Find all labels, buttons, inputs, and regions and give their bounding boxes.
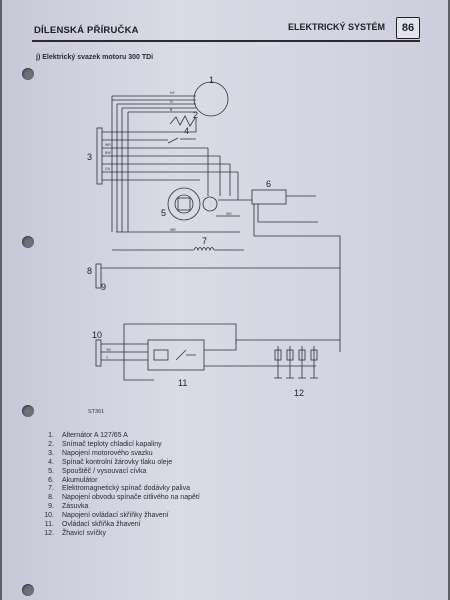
- legend-text: Napojení motorového svazku: [62, 449, 153, 457]
- legend-item: 1. Alternátor A 127/65 A: [38, 432, 200, 441]
- glow-connector: [95, 339, 102, 367]
- wire-code-bw: BW: [105, 151, 111, 155]
- legend-number: 11.: [44, 521, 54, 529]
- label-1: 1: [209, 75, 214, 85]
- punch-hole: [22, 584, 34, 596]
- battery-symbol: [251, 189, 287, 205]
- label-8: 8: [87, 266, 92, 276]
- legend-item: 9. Zásuvka: [38, 503, 200, 512]
- battery-feed-wire: [253, 204, 341, 352]
- wire-code-b: B: [170, 108, 173, 112]
- glow-feed-wire: [204, 339, 340, 351]
- label-9: 9: [101, 282, 106, 292]
- legend-item: 11. Ovládací skříňka žhavení: [38, 521, 200, 530]
- legend-number: 9.: [48, 503, 54, 511]
- starter-inner: [174, 194, 194, 214]
- legend-text: Napojení obvodu spínače citlivého na nap…: [62, 494, 200, 502]
- legend-text: Ovládací skříňka žhavení: [62, 521, 141, 529]
- battery-aux-wire: [257, 204, 318, 223]
- label-7: 7: [202, 236, 207, 246]
- glow-control-box: [147, 339, 205, 371]
- punch-hole: [22, 405, 34, 417]
- starter-symbol: [167, 187, 201, 221]
- legend-number: 7.: [48, 485, 54, 493]
- legend-item: 10. Napojení ovládací skříňky žhavení: [38, 512, 200, 521]
- legend-number: 8.: [48, 494, 54, 502]
- label-11: 11: [178, 378, 187, 388]
- wire-code-yb: YB: [106, 348, 111, 352]
- label-2: 2: [193, 110, 198, 120]
- legend-number: 5.: [48, 467, 54, 475]
- solenoid-symbol: [202, 196, 218, 212]
- glow-relay-coil: [153, 349, 169, 361]
- label-6: 6: [266, 179, 271, 189]
- legend-item: 12. Žhavicí svíčky: [38, 530, 200, 539]
- component-legend: 1. Alternátor A 127/65 A 2. Snímač teploty …: [38, 432, 200, 539]
- wire-code-wr2: WR: [170, 228, 176, 232]
- label-4: 4: [184, 126, 189, 136]
- oil-switch-symbol: [167, 137, 196, 144]
- legend-text: Spínač kontrolní žárovky tlaku oleje: [62, 458, 173, 466]
- sensing-connector: [95, 263, 102, 289]
- legend-item: 8. Napojení obvodu spínače citlivého na n…: [38, 494, 200, 503]
- glow-relay-contact: [175, 349, 196, 361]
- fuel-solenoid-coil: [193, 247, 215, 252]
- label-10: 10: [92, 330, 102, 340]
- wire-code-ny: NY: [170, 91, 176, 95]
- legend-text: Napojení ovládací skříňky žhavení: [62, 512, 169, 520]
- alternator-symbol: [193, 81, 229, 117]
- section-title: j) Elektrický svazek motoru 300 TDi: [36, 54, 154, 61]
- wire-code-y: Y: [106, 356, 109, 360]
- legend-number: 4.: [48, 458, 54, 466]
- legend-number: 6.: [48, 476, 54, 484]
- legend-text: Zásuvka: [62, 503, 89, 511]
- label-5: 5: [161, 208, 166, 218]
- legend-number: 3.: [48, 449, 54, 457]
- header-rule: [32, 40, 420, 42]
- legend-item: 3. Napojení motorového svazku: [38, 450, 200, 459]
- figure-code: ST361: [88, 409, 105, 415]
- label-12: 12: [294, 388, 304, 398]
- label-3: 3: [87, 152, 92, 162]
- legend-number: 12.: [44, 529, 54, 537]
- legend-text: Akumulátor: [62, 476, 98, 484]
- legend-number: 2.: [48, 440, 54, 448]
- legend-number: 10.: [44, 512, 54, 520]
- legend-text: Snímač teploty chladicí kapaliny: [62, 440, 162, 448]
- chapter-title: ELEKTRICKÝ SYSTÉM: [288, 22, 386, 32]
- legend-text: Žhavicí svíčky: [62, 529, 106, 537]
- legend-item: 2. Snímač teploty chladicí kapaliny: [38, 441, 200, 450]
- glow-plug-symbols: [274, 346, 318, 379]
- wire-code-n: N: [170, 100, 173, 104]
- page-number: 86: [396, 17, 420, 39]
- legend-number: 1.: [48, 432, 54, 439]
- punch-hole: [22, 68, 34, 80]
- glow-harness-loop: [123, 323, 237, 381]
- legend-item: 6. Akumulátor: [38, 477, 200, 486]
- starter-core: [177, 197, 191, 211]
- temp-sensor-symbol: [169, 115, 196, 127]
- harness-connector: [96, 127, 103, 185]
- manual-title: DÍLENSKÁ PŘÍRUČKA: [34, 25, 139, 36]
- wire-code-gu: GU: [105, 167, 111, 171]
- connector-pins: [102, 118, 239, 200]
- wire-code-ws: WS: [226, 212, 232, 216]
- wire-code-wr: WR: [105, 143, 111, 147]
- legend-text: Alternátor A 127/65 A: [62, 432, 128, 439]
- legend-text: Spouštěč / vysouvací cívka: [62, 467, 147, 475]
- legend-item: 4. Spínač kontrolní žárovky tlaku oleje: [38, 459, 200, 468]
- punch-hole: [22, 236, 34, 248]
- legend-text: Elektromagnetický spínač dodávky paliva: [62, 485, 191, 493]
- legend-item: 5. Spouštěč / vysouvací cívka: [38, 468, 200, 477]
- legend-item: 7. Elektromagnetický spínač dodávky paliv…: [38, 485, 200, 494]
- glow-connector-wires: [101, 343, 148, 361]
